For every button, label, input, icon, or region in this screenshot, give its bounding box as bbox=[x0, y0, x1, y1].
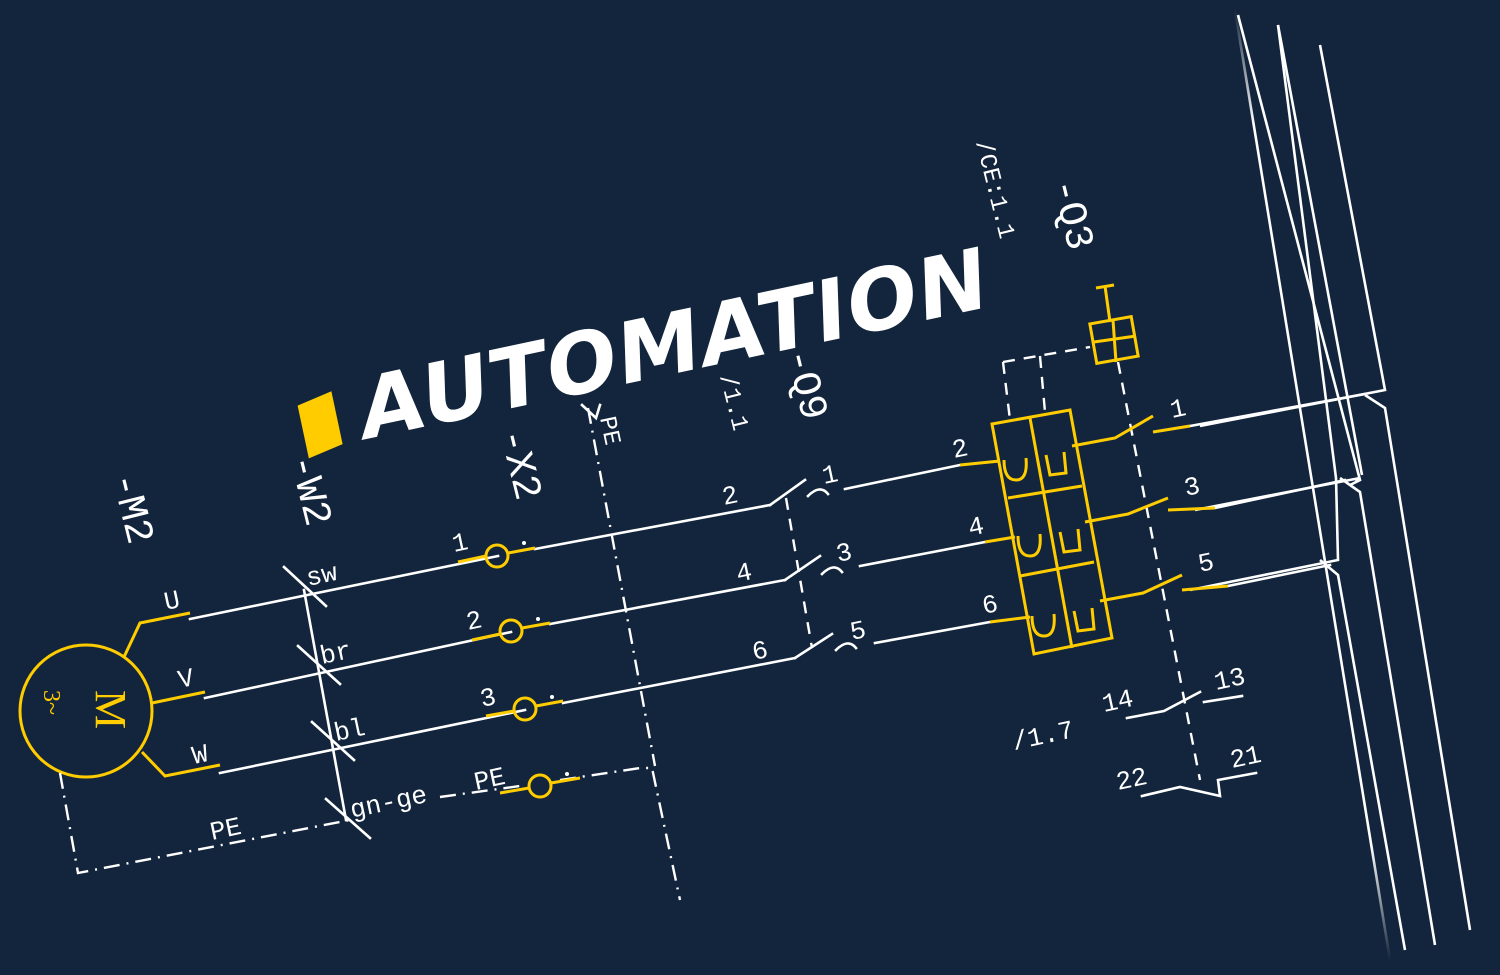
q3-input-6: 6 bbox=[979, 589, 1001, 622]
breaker-reference: /CE:1.1 bbox=[968, 137, 1019, 241]
terminal-1-label: 1 bbox=[449, 527, 471, 560]
core-sw-label: sw bbox=[303, 558, 340, 594]
switch-reference: /1.1 bbox=[712, 371, 752, 433]
switch-q9: -Q9 /1.1 2 1 4 3 6 5 bbox=[712, 344, 869, 668]
terminal-3-label: 3 bbox=[477, 682, 499, 715]
motor-m-label: M bbox=[86, 690, 135, 729]
q9-contact-2: 2 bbox=[719, 480, 741, 513]
aux-reference: /1.7 bbox=[1009, 716, 1076, 758]
terminal-2 bbox=[498, 618, 524, 644]
title-accent-bar bbox=[297, 391, 343, 459]
q9-contact-3: 3 bbox=[833, 537, 855, 570]
breaker-q3: -Q3 /CE:1.1 2 4 6 1 3 5 14 13 22 21 /1.7 bbox=[949, 137, 1264, 797]
motor-m2: M 3~ -M2 U V W bbox=[18, 468, 221, 779]
core-gnge-label: gn-ge bbox=[347, 780, 430, 826]
terminal-2-label: 2 bbox=[463, 605, 485, 638]
terminal-strip-x2: -X2 1 2 3 PE bbox=[449, 424, 581, 799]
q3-input-4: 4 bbox=[965, 511, 987, 544]
q9-contact-1: 1 bbox=[819, 459, 841, 492]
aux-contact-21: 21 bbox=[1227, 740, 1264, 776]
phase-wires bbox=[188, 392, 1367, 775]
terminal-1 bbox=[484, 543, 510, 569]
aux-contact-22: 22 bbox=[1113, 762, 1150, 798]
terminal-u-label: U bbox=[161, 585, 183, 618]
terminal-w-label: W bbox=[189, 739, 211, 772]
pe-bus-label: PE bbox=[592, 414, 624, 448]
title-text: AUTOMATION bbox=[358, 227, 989, 460]
aux-contact-13: 13 bbox=[1211, 662, 1248, 698]
terminal-pe-label: PE bbox=[471, 762, 508, 798]
terminal-strip-designation: -X2 bbox=[487, 424, 548, 505]
terminal-3 bbox=[512, 696, 538, 722]
pe-bottom-label: PE bbox=[207, 812, 244, 848]
aux-contact-14: 14 bbox=[1099, 684, 1136, 720]
motor-symbol bbox=[18, 643, 154, 779]
title-block: AUTOMATION bbox=[297, 227, 989, 460]
pe-conductor: PE PE bbox=[58, 403, 682, 901]
q9-contact-4: 4 bbox=[733, 557, 755, 590]
core-br-label: br bbox=[317, 636, 354, 672]
q3-input-2: 2 bbox=[949, 433, 971, 466]
motor-phase-label: 3~ bbox=[38, 690, 64, 715]
breaker-designation: -Q3 bbox=[1039, 174, 1100, 255]
bus-bars bbox=[1189, 8, 1472, 962]
q9-contact-5: 5 bbox=[847, 615, 869, 648]
motor-designation: -M2 bbox=[99, 468, 160, 549]
q3-output-3: 3 bbox=[1181, 471, 1203, 504]
core-bl-label: bl bbox=[331, 713, 368, 749]
q3-output-1: 1 bbox=[1167, 393, 1189, 426]
cable-w2: -W2 sw br bl gn-ge bbox=[277, 450, 430, 840]
cable-designation: -W2 bbox=[277, 450, 338, 531]
terminal-pe bbox=[527, 773, 553, 799]
q9-contact-6: 6 bbox=[749, 635, 771, 668]
q3-output-5: 5 bbox=[1195, 547, 1217, 580]
terminal-v-label: V bbox=[175, 663, 197, 696]
